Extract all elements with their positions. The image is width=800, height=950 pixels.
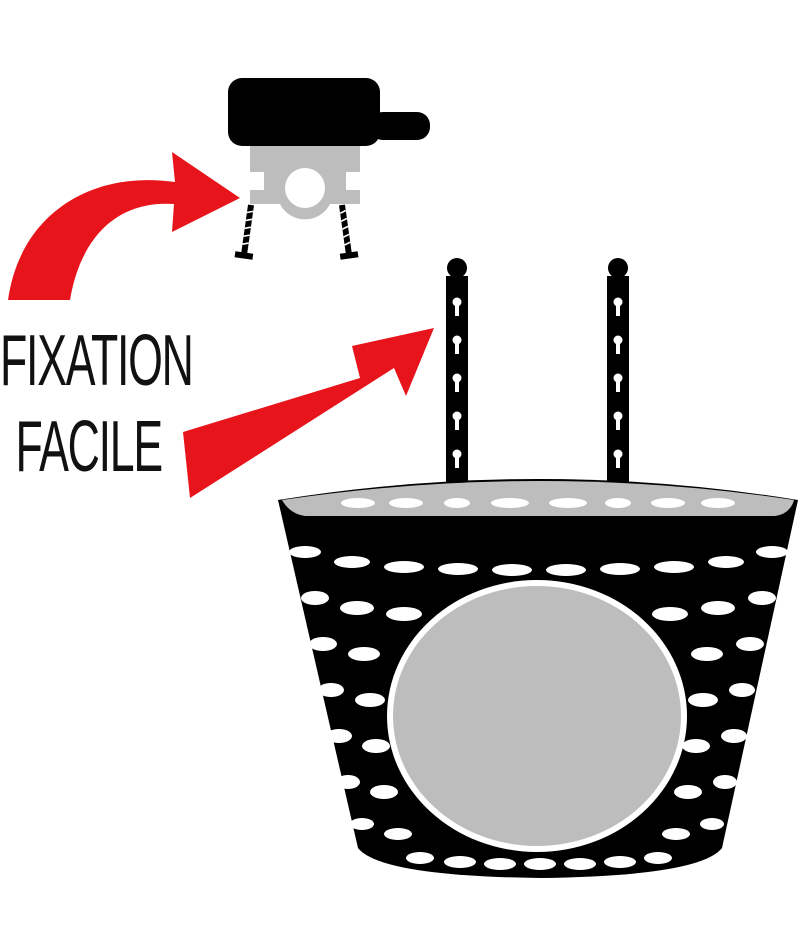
handlebar-bracket-icon: [228, 78, 430, 220]
bicycle-basket-icon: [278, 258, 798, 878]
caption-line-1: FIXATION: [0, 321, 194, 401]
curved-arrow-icon: [8, 152, 240, 300]
caption-line-2: FACILE: [15, 407, 164, 487]
screw-icon: [234, 204, 254, 260]
basket-label-panel: [387, 580, 687, 852]
screw-icon: [339, 204, 359, 260]
caption: FIXATION FACILE: [0, 318, 194, 490]
straight-arrow-icon: [183, 328, 434, 498]
